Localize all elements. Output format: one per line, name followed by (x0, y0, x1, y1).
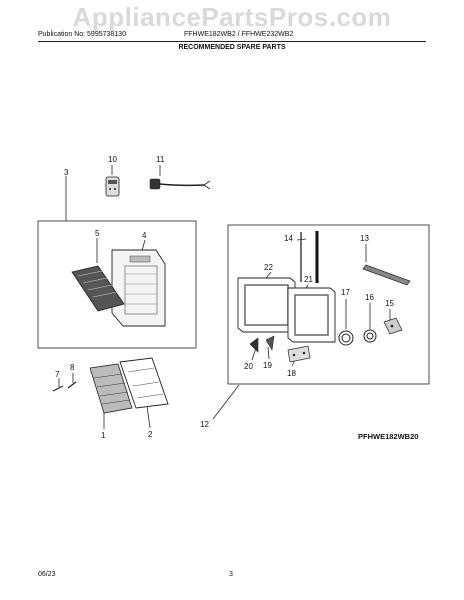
sill-bracket-icon (287, 345, 311, 363)
callout-20: 20 (244, 362, 253, 371)
power-cord-icon (149, 178, 211, 190)
screw-icon (52, 381, 77, 392)
callout-19: 19 (263, 361, 272, 370)
callout-1: 1 (101, 431, 106, 440)
callout-7: 7 (55, 370, 60, 379)
footer-date: 06/23 (38, 571, 56, 578)
window-panel-icon (237, 277, 336, 343)
front-panel-icon (111, 249, 166, 327)
air-filter-icon (119, 357, 169, 409)
callout-21: 21 (304, 275, 313, 284)
model-label: PFHWE182WB20 (358, 432, 419, 441)
mounting-bracket-icon (383, 317, 403, 335)
group-12-frame (227, 224, 430, 385)
foam-seal-icon (338, 329, 377, 346)
header-rule (38, 41, 426, 42)
callout-16: 16 (365, 293, 374, 302)
callout-3: 3 (64, 168, 69, 177)
callout-10: 10 (108, 155, 117, 164)
section-title: RECOMMENDED SPARE PARTS (178, 44, 286, 51)
callout-5: 5 (95, 229, 100, 238)
callout-22: 22 (264, 263, 273, 272)
callout-8: 8 (70, 363, 75, 372)
corner-lock-icon (249, 335, 275, 353)
support-rod-icon (300, 231, 319, 283)
callout-15: 15 (385, 299, 394, 308)
callout-12: 12 (200, 420, 209, 429)
intake-grille-icon (89, 363, 133, 414)
page-number: 3 (229, 571, 233, 578)
callout-17: 17 (341, 288, 350, 297)
callout-2: 2 (148, 430, 153, 439)
louver-grille-icon (71, 265, 125, 312)
model-numbers: FFHWE182WB2 / FFHWE232WB2 (184, 31, 294, 38)
publication-number: Publication No: 5995738130 (38, 31, 126, 38)
callout-11: 11 (156, 155, 165, 164)
group-3-frame (37, 220, 197, 349)
callout-13: 13 (360, 234, 369, 243)
callout-14: 14 (284, 234, 293, 243)
top-channel-icon (362, 264, 411, 286)
remote-control-icon (105, 176, 120, 197)
callout-18: 18 (287, 369, 296, 378)
callout-4: 4 (142, 231, 147, 240)
